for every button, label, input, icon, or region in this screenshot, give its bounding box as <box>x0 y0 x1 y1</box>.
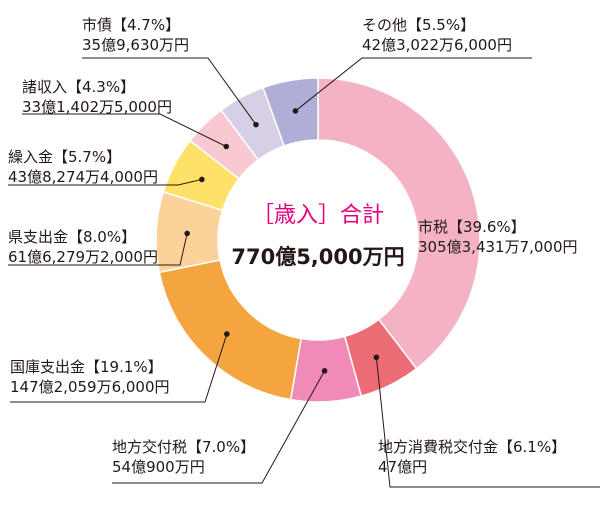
slice-label-8: その他【5.5%】 <box>362 16 475 34</box>
leader-line-4 <box>8 233 188 266</box>
slice-amount-7: 35億9,630万円 <box>82 36 189 54</box>
leader-line-8 <box>295 57 532 112</box>
donut-slices <box>155 77 481 403</box>
leader-line-6 <box>22 113 227 147</box>
chart-title: ［歳入］合計 <box>252 203 384 228</box>
slice-8 <box>262 77 319 147</box>
slice-amount-2: 54億900万円 <box>112 458 205 476</box>
slice-amount-3: 147億2,059万6,000円 <box>10 378 170 396</box>
slice-amount-5: 43億8,274万4,000円 <box>8 168 158 186</box>
slice-label-3: 国庫支出金【19.1%】 <box>10 358 163 376</box>
leader-lines <box>8 57 600 488</box>
slice-label-5: 繰入金【5.7%】 <box>8 148 121 166</box>
slice-amount-6: 33億1,402万5,000円 <box>22 98 172 116</box>
slice-label-0: 市税【39.6%】 <box>418 218 526 236</box>
leader-line-1 <box>375 357 600 488</box>
slice-label-2: 地方交付税【7.0%】 <box>112 438 255 456</box>
slice-label-4: 県支出金【8.0%】 <box>8 228 136 246</box>
slice-amount-4: 61億6,279万2,000円 <box>8 248 158 266</box>
leader-line-3 <box>10 333 228 403</box>
slice-amount-8: 42億3,022万6,000円 <box>362 36 512 54</box>
slice-label-7: 市債【4.7%】 <box>82 16 180 34</box>
leader-line-7 <box>82 57 257 125</box>
slice-amount-1: 47億円 <box>378 458 427 476</box>
leader-line-2 <box>112 370 326 484</box>
slice-3 <box>158 259 302 401</box>
slice-0 <box>317 77 481 370</box>
leader-dot-2 <box>321 368 328 374</box>
leader-line-5 <box>8 178 202 186</box>
slice-label-1: 地方消費税交付金【6.1%】 <box>378 438 566 456</box>
chart-total: 770億5,000万円 <box>231 245 404 269</box>
slice-label-6: 諸収入【4.3%】 <box>22 78 135 96</box>
slice-amount-0: 305億3,431万7,000円 <box>418 238 578 256</box>
